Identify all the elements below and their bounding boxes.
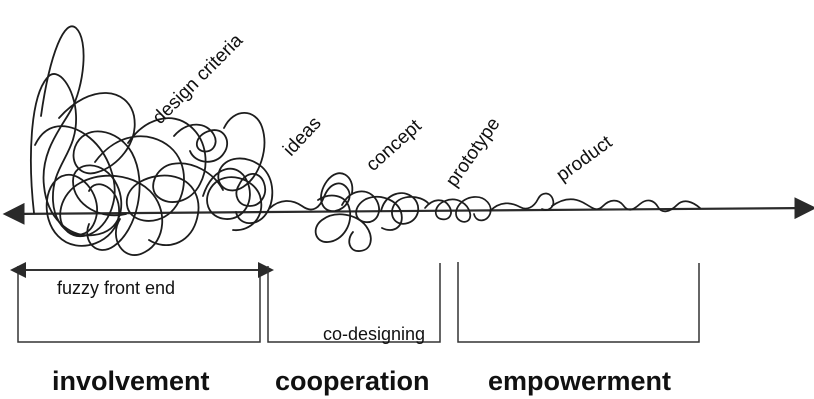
label-cooperation: cooperation: [275, 366, 430, 396]
bracket-empowerment-span: [457, 262, 700, 343]
fuzzy-scribble: [30, 25, 274, 256]
label-empowerment: empowerment: [488, 366, 672, 396]
label-product: product: [553, 131, 617, 186]
ideas-concept-scribble: [269, 172, 429, 252]
label-concept: concept: [362, 115, 426, 176]
label-design-criteria: design criteria: [149, 30, 248, 129]
label-fuzzy-front-end: fuzzy front end: [57, 278, 175, 298]
label-co-designing: co-designing: [323, 324, 425, 344]
bracket-co-designing: [267, 263, 441, 343]
prototype-product-scribble: [424, 192, 701, 223]
label-prototype: prototype: [442, 114, 505, 191]
label-ideas: ideas: [279, 113, 325, 161]
bracket-fuzzy-front-end: [10, 262, 274, 343]
label-involvement: involvement: [52, 366, 210, 396]
timeline-axis: [2, 197, 814, 225]
